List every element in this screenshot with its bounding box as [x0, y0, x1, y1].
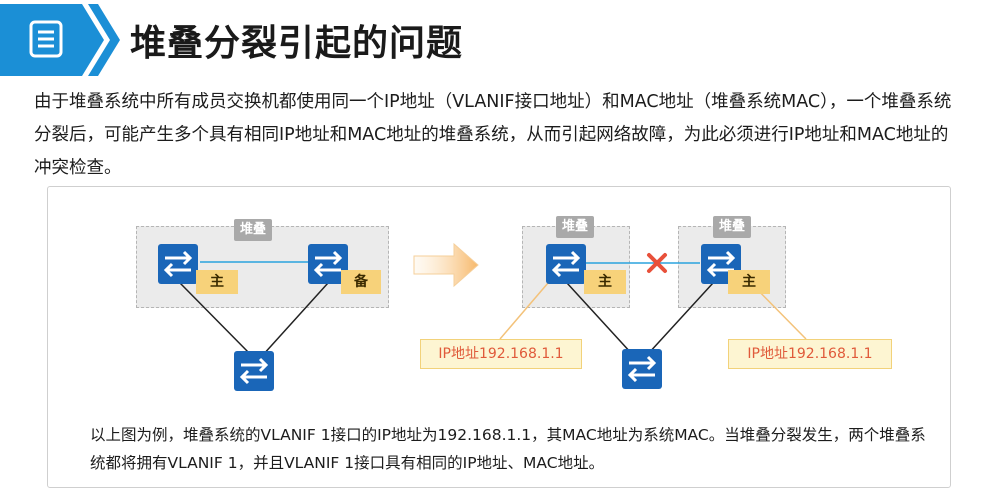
ip-address-box-b: IP地址192.168.1.1	[728, 339, 892, 369]
switch-icon	[308, 244, 348, 284]
role-standby-left: 备	[341, 270, 381, 294]
switch-icon	[234, 351, 274, 391]
role-master-right-a: 主	[584, 270, 626, 294]
stack-label-right-a: 堆叠	[556, 216, 594, 238]
split-x-icon	[647, 253, 667, 273]
diagram-caption: 以上图为例，堆叠系统的VLANIF 1接口的IP地址为192.168.1.1，其…	[90, 426, 926, 472]
ip-address-box-a: IP地址192.168.1.1	[420, 339, 582, 369]
stack-label-left: 堆叠	[234, 219, 272, 241]
intro-paragraph: 由于堆叠系统中所有成员交换机都使用同一个IP地址（VLANIF接口地址）和MAC…	[34, 92, 952, 178]
switch-icon	[546, 244, 586, 284]
role-master-right-b: 主	[728, 270, 770, 294]
stack-label-right-b: 堆叠	[713, 216, 751, 238]
document-icon	[29, 20, 63, 58]
switch-icon	[622, 349, 662, 389]
switch-icon	[158, 244, 198, 284]
transition-arrow-icon	[413, 242, 479, 288]
page-title: 堆叠分裂引起的问题	[130, 23, 464, 64]
role-master-left: 主	[196, 270, 238, 294]
